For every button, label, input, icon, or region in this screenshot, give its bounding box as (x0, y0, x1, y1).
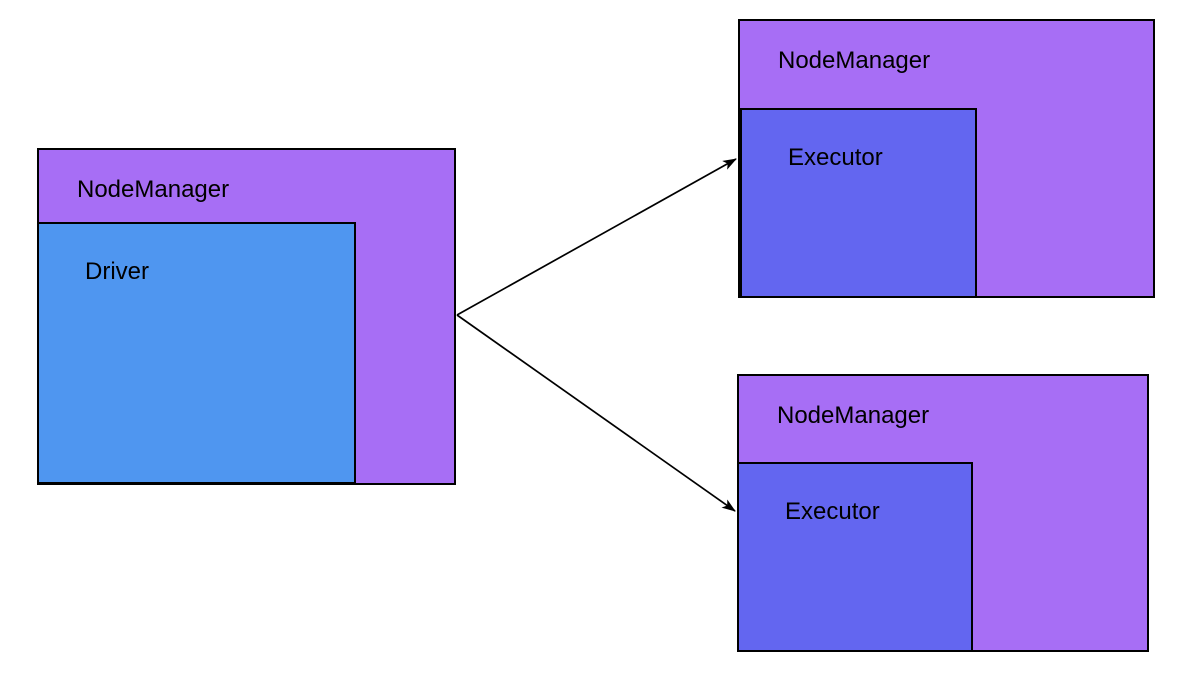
node-label-driver: Driver (85, 258, 149, 285)
node-driver: Driver (37, 222, 356, 484)
node-label-nodemanager-top-right: NodeManager (778, 47, 931, 74)
arrow-driver-to-top-executor (456, 158, 737, 316)
node-executor-bottom: Executor (737, 462, 973, 652)
node-label-executor-top: Executor (788, 144, 883, 171)
node-executor-top: Executor (740, 108, 977, 298)
arrow-driver-to-bottom-executor (456, 314, 736, 512)
node-label-nodemanager-bottom-right: NodeManager (777, 402, 930, 429)
node-label-nodemanager-left: NodeManager (77, 176, 230, 203)
node-label-executor-bottom: Executor (785, 498, 880, 525)
